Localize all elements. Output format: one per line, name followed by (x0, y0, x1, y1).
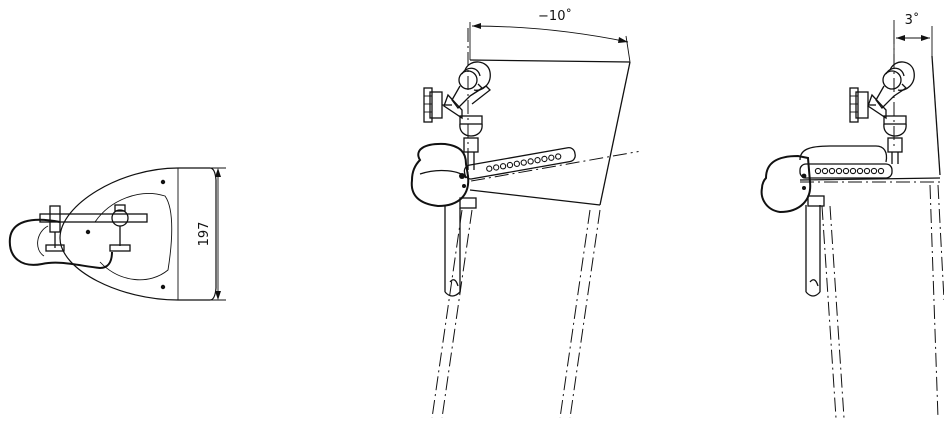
side-view-tilt-minus-10: −10˚ (410, 8, 639, 419)
side-view-tilt-3: 3˚ (760, 12, 944, 419)
angle-label-left: −10˚ (538, 8, 572, 24)
top-view: 197 (8, 167, 226, 301)
width-dimension-label: 197 (197, 222, 212, 247)
angle-label-right: 3˚ (905, 12, 920, 28)
